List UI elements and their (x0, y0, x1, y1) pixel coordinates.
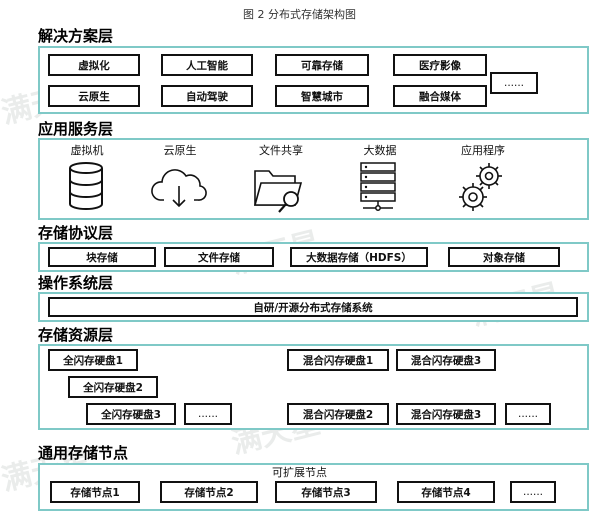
storage-node: 存储节点4 (397, 481, 495, 503)
solution-item: 融合媒体 (393, 85, 487, 107)
server-rack-icon (354, 160, 404, 214)
hybrid-disk: 混合闪存硬盘3 (396, 403, 496, 425)
resource-layer-title: 存储资源层 (38, 326, 114, 344)
solution-more: ...... (490, 72, 538, 94)
gears-icon (454, 158, 510, 216)
database-icon (64, 160, 108, 212)
service-label: 应用程序 (461, 144, 505, 157)
solution-item: 自动驾驶 (161, 85, 253, 107)
service-label: 文件共享 (259, 144, 303, 157)
solution-item: 云原生 (48, 85, 140, 107)
storage-node: 存储节点1 (50, 481, 140, 503)
service-label: 大数据 (363, 144, 397, 157)
solution-item: 智慧城市 (275, 85, 369, 107)
allflash-disk: 全闪存硬盘1 (48, 349, 138, 371)
solution-item: 医疗影像 (393, 54, 487, 76)
service-layer-title: 应用服务层 (38, 120, 114, 138)
protocol-item: 对象存储 (448, 247, 560, 267)
solution-layer-title: 解决方案层 (38, 27, 114, 45)
solution-item: 可靠存储 (275, 54, 369, 76)
figure-caption: 图 2 分布式存储架构图 (243, 8, 356, 21)
storage-node: 存储节点2 (160, 481, 258, 503)
os-layer-title: 操作系统层 (38, 274, 114, 292)
os-item: 自研/开源分布式存储系统 (48, 297, 578, 317)
folder-search-icon (250, 160, 308, 216)
protocol-item: 文件存储 (164, 247, 274, 267)
allflash-disk: 全闪存硬盘3 (86, 403, 176, 425)
storage-node: 存储节点3 (275, 481, 377, 503)
protocol-layer-title: 存储协议层 (38, 224, 114, 242)
solution-item: 人工智能 (161, 54, 253, 76)
node-more: ...... (510, 481, 556, 503)
resource-more: ...... (505, 403, 551, 425)
cloud-download-icon (148, 160, 210, 212)
service-label: 虚拟机 (70, 144, 104, 157)
hybrid-disk: 混合闪存硬盘2 (287, 403, 389, 425)
hybrid-disk: 混合闪存硬盘3 (396, 349, 496, 371)
hybrid-disk: 混合闪存硬盘1 (287, 349, 389, 371)
protocol-item: 大数据存储（HDFS） (290, 247, 428, 267)
allflash-disk: 全闪存硬盘2 (68, 376, 158, 398)
node-layer-title: 通用存储节点 (38, 444, 129, 462)
protocol-item: 块存储 (48, 247, 156, 267)
solution-item: 虚拟化 (48, 54, 140, 76)
service-label: 云原生 (163, 144, 197, 157)
node-layer-subtitle: 可扩展节点 (272, 466, 327, 479)
resource-more: ...... (184, 403, 232, 425)
